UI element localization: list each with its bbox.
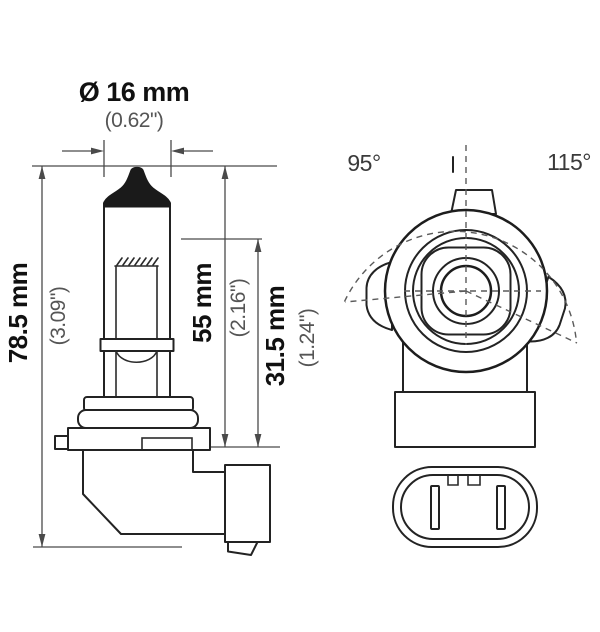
- right-angle-radial: [465, 290, 578, 344]
- o-ring-bulge: [77, 409, 199, 429]
- dimension-lines: [32, 140, 280, 548]
- arrowhead-left: [171, 147, 184, 155]
- right-angle-label: 115°: [547, 149, 591, 175]
- overall-length-label-mm: 78.5 mm: [3, 263, 33, 364]
- side-view-labels: Ø 16 mm (0.62") 78.5 mm (3.09") 55 mm (2…: [3, 77, 319, 386]
- base-to-shoulder-label-mm: 31.5 mm: [260, 286, 290, 387]
- arrowhead-down: [38, 534, 46, 547]
- connector-key-notches: [447, 475, 481, 486]
- arrowhead-down: [221, 434, 229, 447]
- diameter-extension-lines: [103, 140, 172, 177]
- base-flange: [83, 396, 194, 412]
- arrowhead-up: [221, 166, 229, 179]
- left-key-tab: [54, 435, 69, 450]
- arrowhead-up: [254, 239, 262, 252]
- left-terminal-slot: [430, 485, 440, 530]
- base-to-tip-label-mm: 55 mm: [187, 263, 217, 343]
- pinch-dome-arc: [115, 350, 158, 364]
- angle-arc: [343, 230, 578, 343]
- hatch-ticks: [116, 257, 159, 266]
- support-band: [99, 338, 175, 352]
- connector-latch-flap: [227, 541, 259, 556]
- base-to-shoulder-label-in: (1.24"): [296, 309, 319, 368]
- connector-face-view: [392, 466, 538, 548]
- base-plate: [67, 427, 211, 451]
- side-view: Ø 16 mm (0.62") 78.5 mm (3.09") 55 mm (2…: [3, 77, 319, 556]
- neck-walls: [402, 341, 528, 393]
- glass-envelope: [103, 202, 171, 398]
- arrowhead-up: [38, 166, 46, 179]
- connector-inner-wall: [400, 474, 530, 540]
- front-base-block: [394, 391, 536, 448]
- left-angle-label: 95°: [347, 150, 380, 176]
- construction-lines: [343, 145, 578, 345]
- left-angle-radial: [344, 290, 467, 303]
- arrowhead-right: [91, 147, 104, 155]
- front-view: 95° 115°: [343, 145, 591, 548]
- right-angle-socket-body: [82, 449, 226, 535]
- diameter-label-in: (0.62"): [105, 109, 164, 132]
- arrowhead-down: [254, 434, 262, 447]
- base-to-tip-label-in: (2.16"): [227, 279, 250, 338]
- diameter-label-mm: Ø 16 mm: [79, 77, 190, 107]
- capsule-walls: [115, 265, 158, 398]
- overall-length-label-in: (3.09"): [47, 287, 70, 346]
- bulb-side-outline: [54, 166, 271, 556]
- connector-block: [224, 464, 271, 543]
- right-terminal-slot: [496, 485, 506, 530]
- black-glass-tip: [103, 166, 171, 208]
